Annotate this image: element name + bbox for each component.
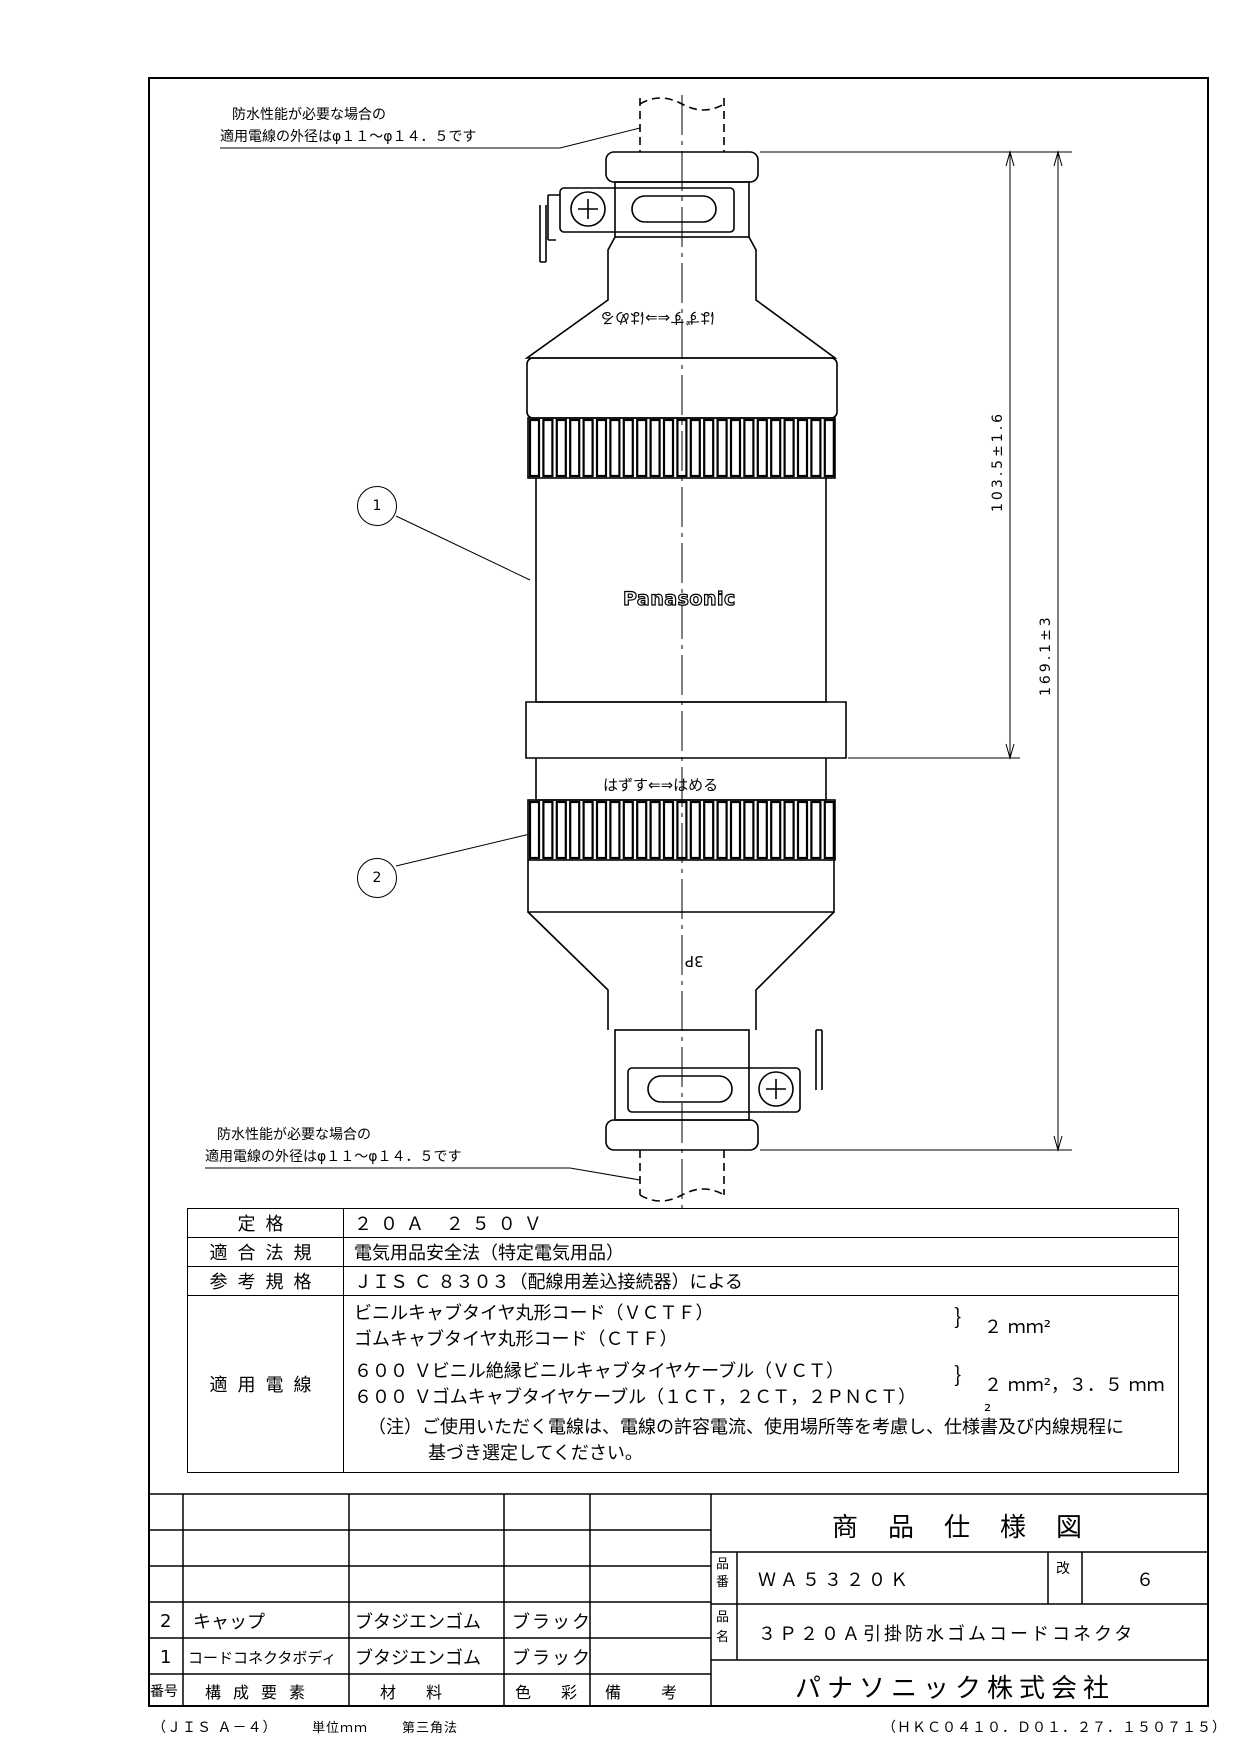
wire-key: 適用電線	[187, 1295, 344, 1473]
grip-rib	[649, 418, 661, 478]
grip-rib	[649, 800, 661, 860]
wire-type-2: ゴムキャブタイヤ丸形コード（ＣＴＦ）	[354, 1329, 678, 1350]
spec-row-rating: 定格 ２０Ａ ２５０Ｖ	[187, 1208, 1179, 1238]
note-bottom-1: 防水性能が必要な場合の	[217, 1127, 371, 1143]
grip-rib	[729, 800, 742, 860]
rev-label: 改	[1056, 1561, 1070, 1577]
note-top-1: 防水性能が必要な場合の	[232, 107, 386, 123]
grip-rib	[595, 800, 608, 860]
grip-rib	[622, 418, 634, 478]
footer-paper-size: （ＪＩＳ Ａ－４）	[152, 1720, 278, 1736]
balloon-1: 1	[357, 486, 397, 526]
header-material: 材料	[380, 1683, 473, 1702]
wire-size-b: ２ ｍｍ²，３．５ ｍｍ²	[984, 1375, 1165, 1422]
hinban-value: ＷＡ５３２０Ｋ	[758, 1570, 912, 1591]
grip-rib	[689, 418, 701, 478]
note-bottom-2: 適用電線の外径はφ１１～φ１４．５です	[205, 1149, 462, 1165]
grip-rib	[582, 800, 594, 860]
grip-rib	[528, 800, 541, 860]
hinban-label: 品番	[716, 1557, 730, 1590]
grip-rib	[743, 418, 755, 478]
part-1-material: ブタジエンゴム	[355, 1648, 481, 1669]
part-1-color: ブラック	[512, 1648, 592, 1669]
grip-rib	[703, 800, 715, 860]
grip-rib	[796, 800, 809, 860]
grip-rib	[783, 418, 795, 478]
spec-table: 定格 ２０Ａ ２５０Ｖ 適合法規 電気用品安全法（特定電気用品） 参考規格 ＪＩ…	[187, 1208, 1179, 1473]
header-remark: 備考	[605, 1683, 718, 1702]
grip-rib	[622, 800, 634, 860]
grip-rib	[703, 418, 715, 478]
header-name: 構成要素	[205, 1683, 318, 1702]
header-no: 番号	[150, 1684, 178, 1700]
wire-note-1: （注）ご使用いただく電線は、電線の許容電流、使用場所等を考慮し、仕様書及び内線規…	[368, 1417, 1124, 1438]
part-1-no: 1	[160, 1646, 172, 1668]
brand-logo: Panasonic	[622, 587, 736, 610]
wire-type-1: ビニルキャブタイヤ丸形コード（ＶＣＴＦ）	[354, 1303, 714, 1324]
grip-rib	[555, 800, 567, 860]
grip-rib	[676, 800, 688, 860]
grip-rib	[796, 418, 809, 478]
grip-rib	[595, 418, 608, 478]
wire-size-a: ２ ｍｍ²	[984, 1317, 1051, 1338]
part-2-material: ブタジエンゴム	[355, 1612, 481, 1633]
grip-rib	[555, 418, 567, 478]
grip-rib	[582, 418, 594, 478]
grip-rib	[542, 800, 554, 860]
rating-key: 定格	[187, 1208, 344, 1238]
grip-rib	[542, 418, 554, 478]
wire-type-4: ６００ Ｖゴムキャブタイヤケーブル（１ＣＴ，２ＣＴ，２ＰＮＣＴ）	[354, 1387, 917, 1408]
law-key: 適合法規	[187, 1237, 344, 1267]
grip-rib	[823, 418, 835, 478]
grip-rib	[662, 418, 675, 478]
wire-note-2: 基づき選定してください。	[428, 1443, 643, 1464]
grip-rib	[569, 418, 581, 478]
wire-type-3: ６００ Ｖビニル絶縁ビニルキャブタイヤケーブル（ＶＣＴ）	[354, 1361, 845, 1382]
rev-value: ６	[1136, 1570, 1154, 1591]
grip-rib	[729, 418, 742, 478]
grip-rib	[716, 800, 728, 860]
grip-rib	[689, 800, 701, 860]
grip-rib	[609, 418, 621, 478]
label-hazusu-hameru: はずす⇐⇒はめる	[603, 776, 719, 794]
grip-rib	[636, 800, 648, 860]
grip-rib	[609, 800, 621, 860]
grip-rib	[783, 800, 795, 860]
spec-row-law: 適合法規 電気用品安全法（特定電気用品）	[187, 1237, 1179, 1267]
grip-rib	[810, 418, 822, 478]
company-name: パナソニック株式会社	[795, 1674, 1116, 1704]
drawing-frame	[148, 77, 1209, 1707]
grip-rib	[770, 800, 782, 860]
hinmei-value: ３Ｐ２０Ａ引掛防水ゴムコードコネクタ	[758, 1624, 1136, 1645]
note-top-2: 適用電線の外径はφ１１～φ１４．５です	[220, 129, 477, 145]
grip-rib	[743, 800, 755, 860]
footer-projection: 第三角法	[402, 1721, 459, 1736]
hinmei-label: 品名	[716, 1610, 730, 1645]
part-1-name: コードコネクタボディ	[188, 1648, 337, 1667]
doc-title: 商品仕様図	[832, 1513, 1113, 1543]
grip-rib	[528, 418, 541, 478]
header-color: 色彩	[515, 1683, 608, 1702]
grip-rib	[823, 800, 835, 860]
grip-rib	[756, 800, 768, 860]
footer-drawing-code: （ＨＫＣ０４１０．Ｄ０１．２７．１５０７１５）	[882, 1720, 1227, 1736]
grip-rib	[716, 418, 728, 478]
grip-rib	[770, 418, 782, 478]
grip-rib	[676, 418, 688, 478]
balloon-2: 2	[357, 858, 397, 898]
law-value: 電気用品安全法（特定電気用品）	[343, 1237, 1179, 1267]
grip-rib	[636, 418, 648, 478]
grip-rib	[756, 418, 768, 478]
spec-row-wire: 適用電線 ビニルキャブタイヤ丸形コード（ＶＣＴＦ） ゴムキャブタイヤ丸形コード（…	[187, 1295, 1179, 1473]
part-2-name: キャップ	[193, 1612, 265, 1633]
grip-rib	[810, 800, 822, 860]
footer-unit: 単位ｍｍ	[312, 1721, 369, 1736]
grip-rib	[662, 800, 675, 860]
part-2-no: 2	[160, 1610, 172, 1632]
grip-rib	[569, 800, 581, 860]
part-2-color: ブラック	[512, 1612, 592, 1633]
